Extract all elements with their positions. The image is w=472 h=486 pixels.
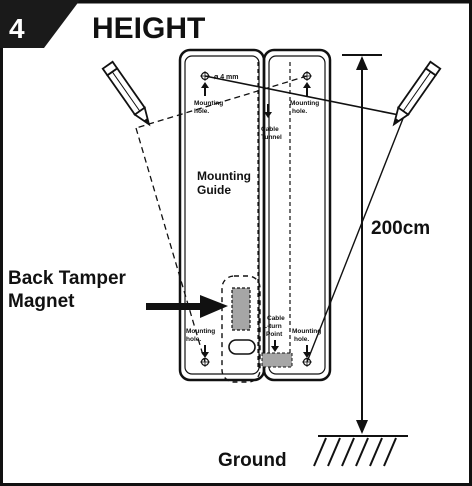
down-arrow-icon — [271, 340, 279, 352]
mounting-guide-label-2: Guide — [197, 183, 231, 197]
cable-knockout — [228, 339, 256, 355]
mounting-hole-label-tl-1: Mounting — [194, 100, 223, 107]
drill-size-label: ø 4 mm — [214, 74, 239, 81]
down-arrow-icon — [264, 104, 272, 118]
down-arrow-icon — [303, 345, 311, 358]
up-arrow-icon — [201, 82, 209, 96]
mark-line-top — [204, 75, 405, 117]
pencil-icon — [392, 60, 442, 127]
step-number: 4 — [9, 13, 25, 44]
arrow-right-icon — [146, 295, 228, 318]
tamper-magnet-block — [231, 287, 251, 331]
tamper-recess — [221, 275, 261, 383]
height-dimension — [342, 54, 382, 434]
mounting-hole-label-br-2: hole. — [294, 336, 309, 343]
cable-tunnel-label-2: Tunnel — [261, 134, 282, 141]
back-tamper-label-1: Back Tamper — [8, 268, 127, 289]
mounting-guide-label-1: Mounting — [197, 169, 251, 183]
ground-hatch-icon — [313, 435, 408, 467]
pencil-icon — [101, 60, 151, 127]
cable-tunnel-label-1: Cable — [261, 126, 279, 133]
mounting-hole-label-tl-2: hole. — [194, 108, 209, 115]
mounting-hole-label-br-1: Mounting — [292, 328, 321, 335]
cable-lturn-label-1: Cable — [267, 315, 285, 322]
mounting-hole-label-bl-2: hole. — [186, 336, 201, 343]
mounting-hole-label-tr-1: Mounting — [290, 100, 319, 107]
mounting-hole-label-tr-2: hole. — [292, 108, 307, 115]
cable-lturn-block — [261, 352, 293, 368]
mark-line-left-dashed — [135, 127, 206, 363]
back-tamper-label-2: Magnet — [8, 291, 75, 312]
height-value: 200cm — [371, 218, 430, 239]
step-title: HEIGHT — [92, 12, 205, 45]
mounting-hole-label-bl-1: Mounting — [186, 328, 215, 335]
cable-lturn-label-3: Point — [266, 331, 283, 338]
up-arrow-icon — [303, 82, 311, 96]
ground-label: Ground — [218, 450, 287, 471]
mark-line-right — [306, 115, 405, 363]
step-number-tab — [0, 0, 80, 48]
cable-lturn-label-2: L-turn — [263, 323, 282, 330]
guide-plate-right — [262, 48, 332, 382]
